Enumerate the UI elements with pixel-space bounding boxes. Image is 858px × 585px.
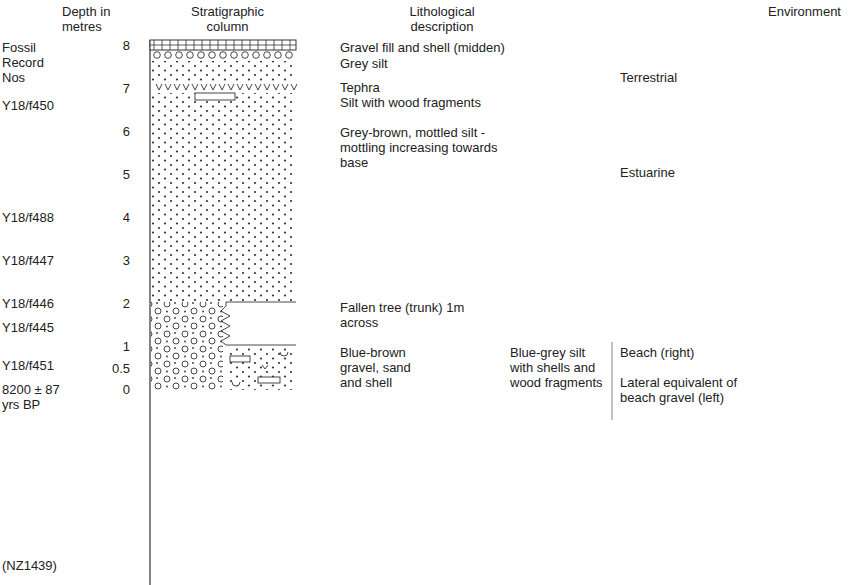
environment-label: Estuarine [620,165,675,180]
gravel-clast [253,52,260,59]
column-heading: Fossil Record Nos [2,40,57,85]
tephra-mark [291,84,297,90]
estuarine-silt [151,93,296,302]
column-heading: Environment [768,4,841,19]
tephra-mark [201,84,207,90]
environment-divider [612,342,613,420]
depth-number: 8 [100,38,130,53]
tephra-mark [273,84,279,90]
layer-description: Grey silt [340,56,388,71]
hatch-tick [282,40,283,50]
gravel-row [154,52,293,59]
layer-description: Fallen tree (trunk) 1m across [340,300,470,330]
tephra-mark [246,84,252,90]
hatch-tick [202,40,203,50]
hatch-tick [226,40,227,50]
environment-label: Beach (right) [620,345,730,360]
depth-number: 4 [100,210,130,225]
radiocarbon-date: 8200 ± 87 yrs BP [2,382,68,412]
blue-grey-silt [228,347,296,390]
depth-number: 5 [100,167,130,182]
tephra-mark [210,84,216,90]
tephra-mark [183,84,189,90]
hatch-tick [178,40,179,50]
midden-layer [150,40,296,50]
hatch-tick [210,40,211,50]
gravel-clast [209,52,216,59]
tephra-mark [228,84,234,90]
depth-number: 3 [100,253,130,268]
hatch-tick [274,40,275,50]
layer-description: Blue-grey silt with shells and wood frag… [510,345,605,390]
hatch-tick [258,40,259,50]
gravel-clast [176,52,183,59]
fossil-record-number: Y18/f446 [2,296,54,311]
hatch-tick [242,40,243,50]
environment-label: Lateral equivalent of beach gravel (left… [620,375,750,405]
gravel-clast [165,52,172,59]
hatch-tick [266,40,267,50]
depth-number: 2 [100,296,130,311]
tephra-mark [192,84,198,90]
axis-heading: Depth in metres [62,4,117,34]
layer-description: Blue-brown gravel, sand and shell [340,345,435,390]
layer-description: Tephra [340,80,380,95]
hatch-tick [250,40,251,50]
depth-number: 6 [100,124,130,139]
gravel-clast [187,52,194,59]
tephra-mark [174,84,180,90]
gravel-clast [242,52,249,59]
wood-fragment [195,93,235,100]
tephra-mark [255,84,261,90]
tephra-mark [219,84,225,90]
depth-number: 7 [100,81,130,96]
beach-gravel [151,302,223,390]
tephra-mark [264,84,270,90]
sample-code: (NZ1439) [2,558,57,573]
hatch-tick [290,40,291,50]
gravel-clast [286,52,293,59]
column-heading: Lithological description [392,4,492,34]
depth-number: 1 [100,339,130,354]
fossil-record-number: Y18/f450 [2,98,54,113]
tephra-layer [156,84,297,90]
environment-label: Terrestrial [620,70,677,85]
fossil-record-number: Y18/f445 [2,320,54,335]
gravel-clast [198,52,205,59]
gravel-clast [220,52,227,59]
gravel-clast [154,52,161,59]
gravel-clast [264,52,271,59]
layer-description: Silt with wood fragments [340,95,481,110]
column-heading: Stratigraphic column [180,4,275,34]
hatch-tick [170,40,171,50]
fossil-record-number: Y18/f488 [2,210,54,225]
hatch-tick [218,40,219,50]
hatch-tick [186,40,187,50]
grey-silt-layer [151,61,296,81]
tephra-mark [237,84,243,90]
layer-description: Grey-brown, mottled silt -mottling incre… [340,125,505,170]
hatch-tick [234,40,235,50]
fossil-record-number: Y18/f451 [2,358,54,373]
hatch-tick [154,40,155,50]
midden-hatch [154,40,290,50]
tephra-mark [165,84,171,90]
gravel-clast [275,52,282,59]
column-axis [150,40,151,585]
tephra-mark [156,84,162,90]
hatch-tick [194,40,195,50]
hatch-tick [162,40,163,50]
gravel-clast [231,52,238,59]
tephra-mark [282,84,288,90]
fossil-record-number: Y18/f447 [2,253,54,268]
depth-number: 0 [100,382,130,397]
layer-description: Gravel fill and shell (midden) [340,40,505,55]
depth-number: 0.5 [100,361,130,376]
fallen-tree [221,302,296,345]
